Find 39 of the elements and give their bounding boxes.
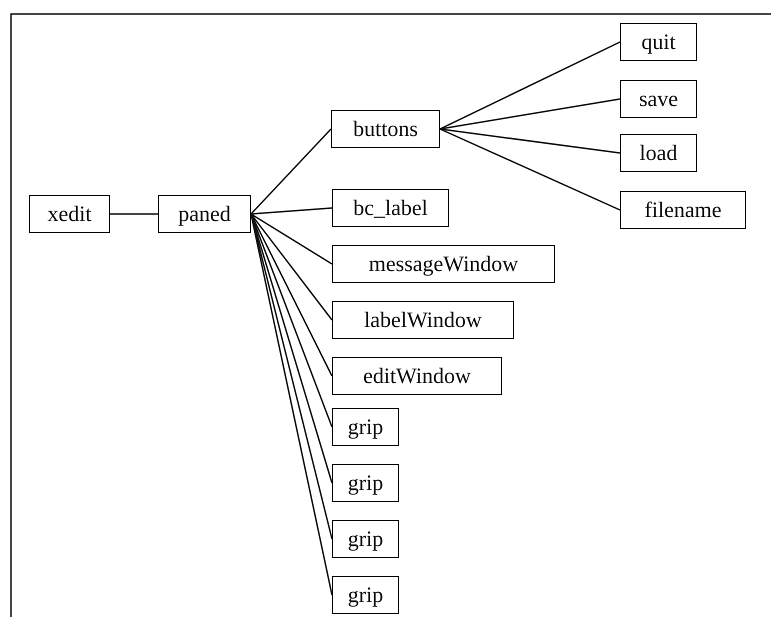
connector-line bbox=[250, 128, 332, 215]
node-label: filename bbox=[644, 199, 722, 221]
tree-node-box bbox=[332, 245, 555, 283]
node-label: xedit bbox=[48, 203, 92, 225]
tree-node-box bbox=[620, 134, 697, 172]
node-label: grip bbox=[348, 472, 384, 494]
tree-node-box bbox=[620, 23, 697, 61]
tree-node-box bbox=[332, 357, 502, 395]
node-label: paned bbox=[178, 203, 231, 225]
tree-node-box bbox=[332, 520, 399, 558]
tree-node-box bbox=[620, 80, 697, 118]
tree-node-box bbox=[332, 408, 399, 446]
node-label: messageWindow bbox=[368, 253, 518, 275]
node-label: buttons bbox=[353, 118, 418, 140]
tree-node-box bbox=[620, 191, 746, 229]
tree-node-box bbox=[332, 301, 514, 339]
connector-line bbox=[440, 98, 620, 130]
tree-node-box bbox=[29, 195, 110, 233]
connector-line bbox=[110, 213, 158, 215]
connector-line bbox=[440, 128, 620, 211]
node-label: grip bbox=[348, 416, 384, 438]
node-label: load bbox=[640, 142, 678, 164]
tree-node-box bbox=[332, 464, 399, 502]
node-label: save bbox=[638, 88, 678, 110]
connector-line bbox=[440, 128, 620, 154]
node-label: quit bbox=[641, 31, 676, 53]
tree-node-box bbox=[332, 189, 449, 227]
node-label: editWindow bbox=[363, 365, 471, 387]
connector-line bbox=[250, 213, 332, 265]
node-label: grip bbox=[348, 584, 384, 606]
connector-line bbox=[440, 41, 620, 130]
node-label: grip bbox=[348, 528, 384, 550]
tree-node-box bbox=[158, 195, 251, 233]
connector-line bbox=[250, 214, 333, 320]
node-label: labelWindow bbox=[364, 309, 482, 331]
tree-node-box bbox=[331, 110, 440, 148]
node-label: bc_label bbox=[353, 197, 428, 219]
connector-line bbox=[250, 207, 332, 215]
tree-node-box bbox=[332, 576, 399, 614]
